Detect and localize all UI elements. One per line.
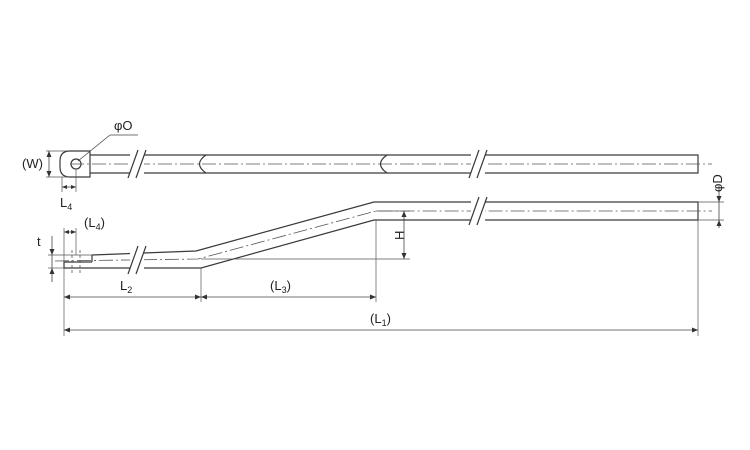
side-break-mark-1	[127, 245, 147, 275]
l1-label: (L1)	[370, 311, 391, 328]
thickness-label: t	[37, 234, 41, 249]
side-centerline	[54, 210, 712, 262]
top-bend-curve-2	[379, 154, 388, 174]
height-label: H	[392, 231, 407, 240]
side-view: t (L4) H φD L2 (L3)	[37, 174, 725, 336]
l3-label: (L3)	[270, 278, 291, 295]
l4-top-label: L4	[60, 195, 72, 212]
top-view: φO (W) L4	[22, 118, 712, 212]
top-break-mark-1	[127, 149, 147, 179]
side-break-mark-2	[468, 196, 488, 226]
side-flat-tab	[63, 261, 92, 269]
width-label: (W)	[22, 156, 43, 171]
top-break-mark-2	[468, 149, 488, 179]
rod-diameter-label: φD	[710, 174, 725, 192]
l4-side-label: (L4)	[84, 215, 105, 232]
hole-leader-line	[77, 134, 111, 162]
top-bend-curve-1	[198, 154, 207, 174]
hole-diameter-label: φO	[114, 118, 133, 133]
l2-label: L2	[120, 278, 132, 295]
